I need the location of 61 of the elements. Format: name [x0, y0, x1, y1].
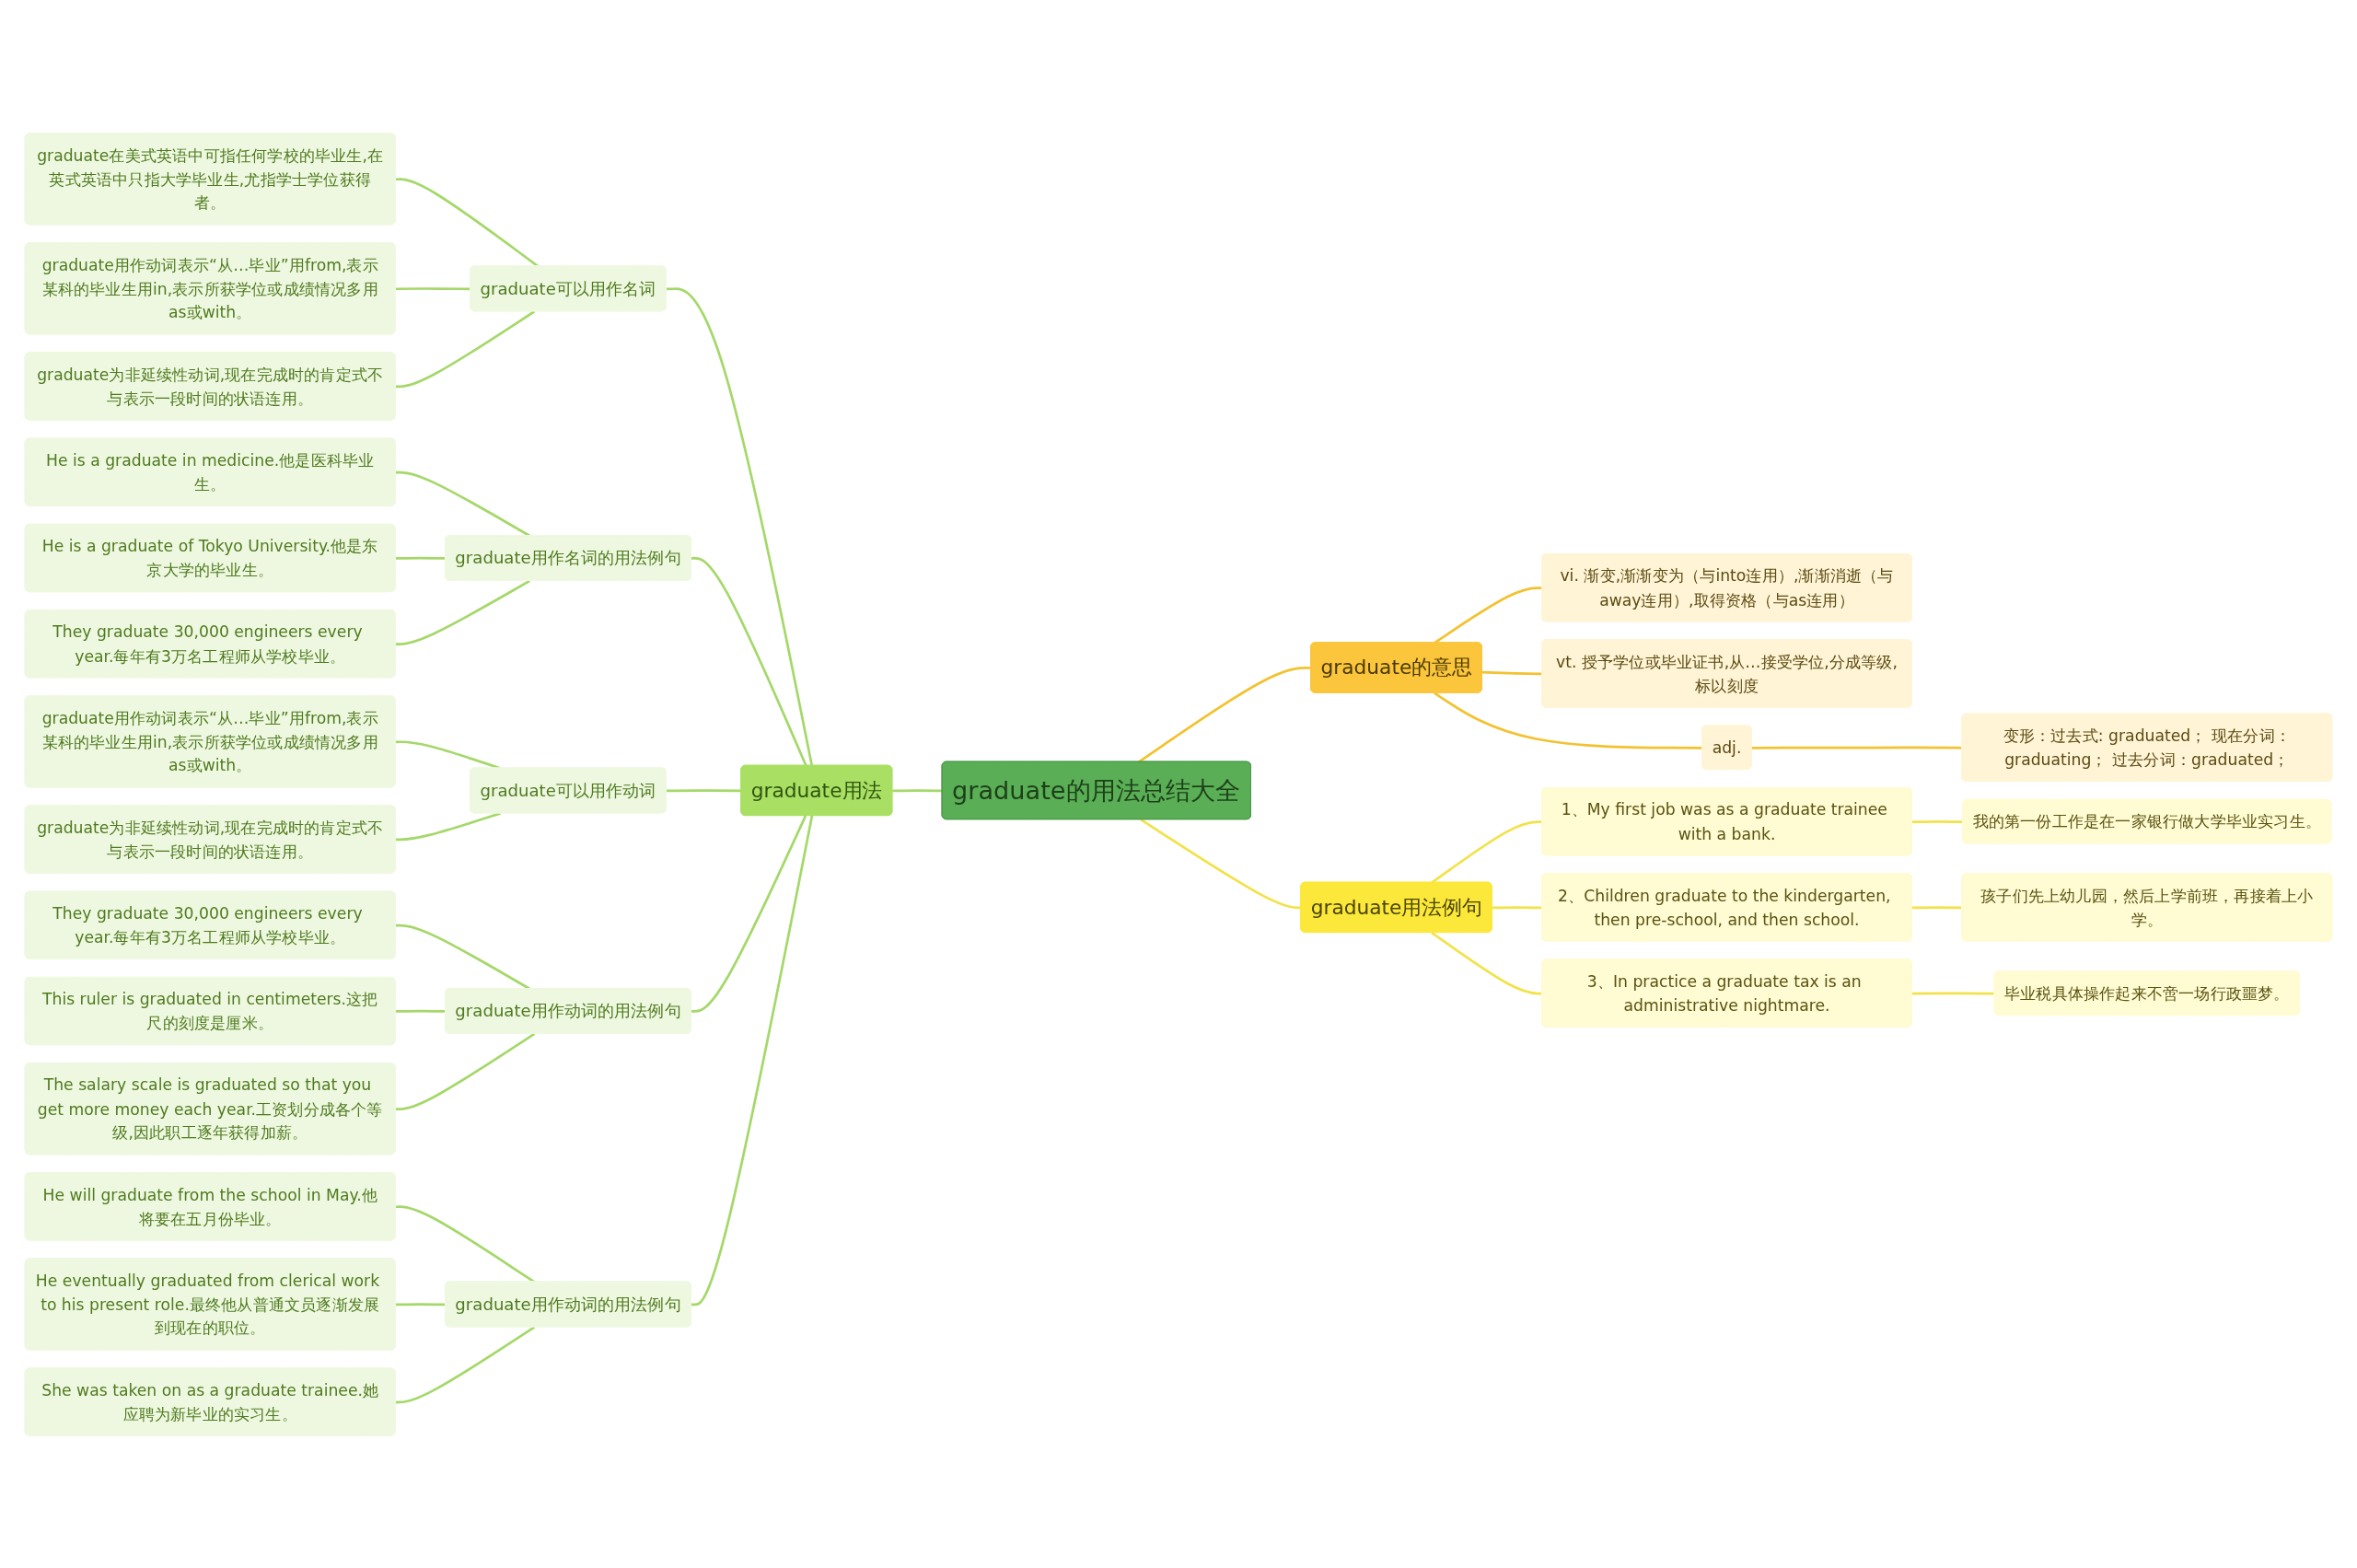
topic-box: 3、In practice a graduate tax is an administrative nightmare. [1541, 958, 1912, 1028]
topic-box: graduate可以用作动词 [470, 767, 667, 813]
connector-line [395, 556, 446, 560]
connector-line [1481, 670, 1543, 675]
connector-line [395, 1032, 536, 1110]
topic-box: graduate用作动词表示“从…毕业”用from,表示某科的毕业生用in,表示所获学位或成绩情况多用as或with。 [24, 694, 396, 787]
topic-box: He is a graduate in medicine.他是医科毕业生。 [24, 437, 396, 506]
topic-box: graduate用作动词的用法例句 [445, 1281, 691, 1327]
connector-line [395, 923, 531, 990]
topic-box: graduate用作动词表示“从…毕业”用from,表示某科的毕业生用in,表示所获学位或成绩情况多用as或with。 [24, 241, 396, 334]
topic-box: graduate用作名词的用法例句 [445, 534, 691, 581]
connector-line [1911, 991, 1995, 994]
connector-line [666, 286, 814, 766]
connector-line [666, 788, 742, 792]
connector-line [395, 177, 540, 267]
topic-box: 毕业税具体操作起来不啻一场行政噩梦。 [1993, 970, 2300, 1016]
connector-line [892, 788, 943, 792]
connector-line [395, 1009, 446, 1013]
topic-box: They graduate 30,000 engineers every year.每年有3万名工程师从学校毕业。 [24, 609, 396, 678]
connector-line [1911, 819, 1964, 823]
connector-line [1911, 905, 1963, 909]
topic-box: graduate为非延续性动词,现在完成时的肯定式不与表示一段时间的状语连用。 [24, 351, 396, 421]
connector-line [395, 470, 531, 537]
topic-box: graduate在美式英语中可指任何学校的毕业生,在英式英语中只指大学毕业生,尤指学士学位获得者。 [24, 132, 396, 225]
topic-box: graduate用法例句 [1300, 881, 1492, 933]
connector-line [395, 811, 501, 841]
topic-box: graduate用作动词的用法例句 [445, 987, 691, 1034]
central-topic-box: graduate的用法总结大全 [941, 761, 1251, 819]
connector-line [395, 579, 531, 645]
connector-line [1434, 691, 1703, 749]
topic-box: graduate的意思 [1310, 641, 1482, 693]
connector-line [1751, 746, 1963, 749]
topic-box: adj. [1701, 725, 1752, 770]
connector-line [395, 1325, 536, 1403]
topic-box: He is a graduate of Tokyo University.他是东京大学的毕业生。 [24, 523, 396, 592]
topic-box: graduate可以用作名词 [470, 264, 667, 311]
connector-line [1431, 931, 1543, 994]
connector-line [691, 556, 807, 766]
topic-box: 1、My first job was as a graduate trainee with a bank. [1541, 786, 1912, 855]
topic-box: graduate用法 [740, 764, 893, 816]
topic-box: He will graduate from the school in May.他将要在五月份毕业。 [24, 1171, 396, 1240]
connector-line [395, 286, 471, 290]
topic-box: 变形：过去式: graduated； 现在分词：graduating； 过去分词：graduated； [1961, 713, 2333, 782]
topic-box: They graduate 30,000 engineers every year.每年有3万名工程师从学校毕业。 [24, 890, 396, 959]
connector-line [1434, 586, 1543, 644]
connector-line [691, 815, 814, 1306]
topic-box: 2、Children graduate to the kindergarten, then pre-school, and then school. [1541, 872, 1912, 942]
topic-box: 孩子们先上幼儿园，然后上学前班，再接着上小学。 [1961, 872, 2333, 942]
topic-box: vt. 授予学位或毕业证书,从…接受学位,分成等级,标以刻度 [1541, 638, 1912, 708]
topic-box: graduate为非延续性动词,现在完成时的肯定式不与表示一段时间的状语连用。 [24, 804, 396, 874]
topic-box: 我的第一份工作是在一家银行做大学毕业实习生。 [1962, 798, 2332, 843]
connector-line [395, 309, 536, 388]
topic-box: She was taken on as a graduate trainee.她应聘为新毕业的实习生。 [24, 1366, 396, 1436]
connector-line [1492, 905, 1543, 909]
connector-line [395, 1302, 446, 1306]
topic-box: The salary scale is graduated so that you get more money each year.工资划分成各个等级,因此职工逐年获得加薪。 [24, 1062, 396, 1155]
topic-box: vi. 渐变,渐渐变为（与into连用）,渐渐消逝（与away连用）,取得资格（与as连用） [1541, 552, 1912, 621]
topic-box: This ruler is graduated in centimeters.这把尺的刻度是厘米。 [24, 976, 396, 1045]
connector-line [1140, 818, 1302, 909]
topic-box: He eventually graduated from clerical work to his present role.最终他从普通文员逐渐发展到现在的职位。 [24, 1257, 396, 1350]
connector-line [691, 815, 807, 1013]
